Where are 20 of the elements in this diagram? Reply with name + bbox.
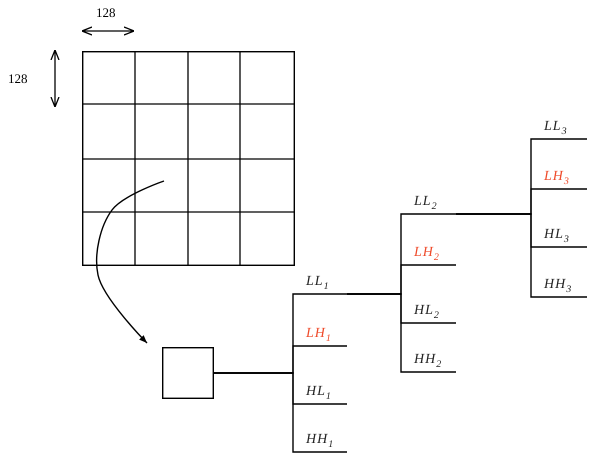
dimension-label: 128: [8, 71, 28, 87]
subband-label: HL$_{2}$: [401, 301, 456, 323]
subband-label: LL$_{2}$: [401, 192, 456, 214]
subband-label: HH$_{3}$: [531, 275, 587, 297]
subband-label: LH$_{1}$: [293, 324, 347, 346]
subband-label: HH$_{2}$: [401, 350, 456, 372]
dimension-label: 128: [96, 5, 116, 21]
subband-label: LL$_{3}$: [531, 117, 587, 139]
subband-label: HH$_{1}$: [293, 430, 347, 452]
tree-connector: [214, 372, 347, 453]
subband-label: HL$_{1}$: [293, 382, 347, 404]
subband-label: HL$_{3}$: [531, 225, 587, 247]
subband-label: LH$_{2}$: [401, 243, 456, 265]
tree-connector: [347, 293, 456, 373]
curved-arrow: [96, 180, 164, 344]
image-grid: [82, 51, 295, 266]
subband-label: LL$_{1}$: [293, 272, 347, 294]
tree-connector: [456, 213, 587, 298]
block-square: [162, 347, 214, 399]
subband-label: LH$_{3}$: [531, 167, 587, 189]
